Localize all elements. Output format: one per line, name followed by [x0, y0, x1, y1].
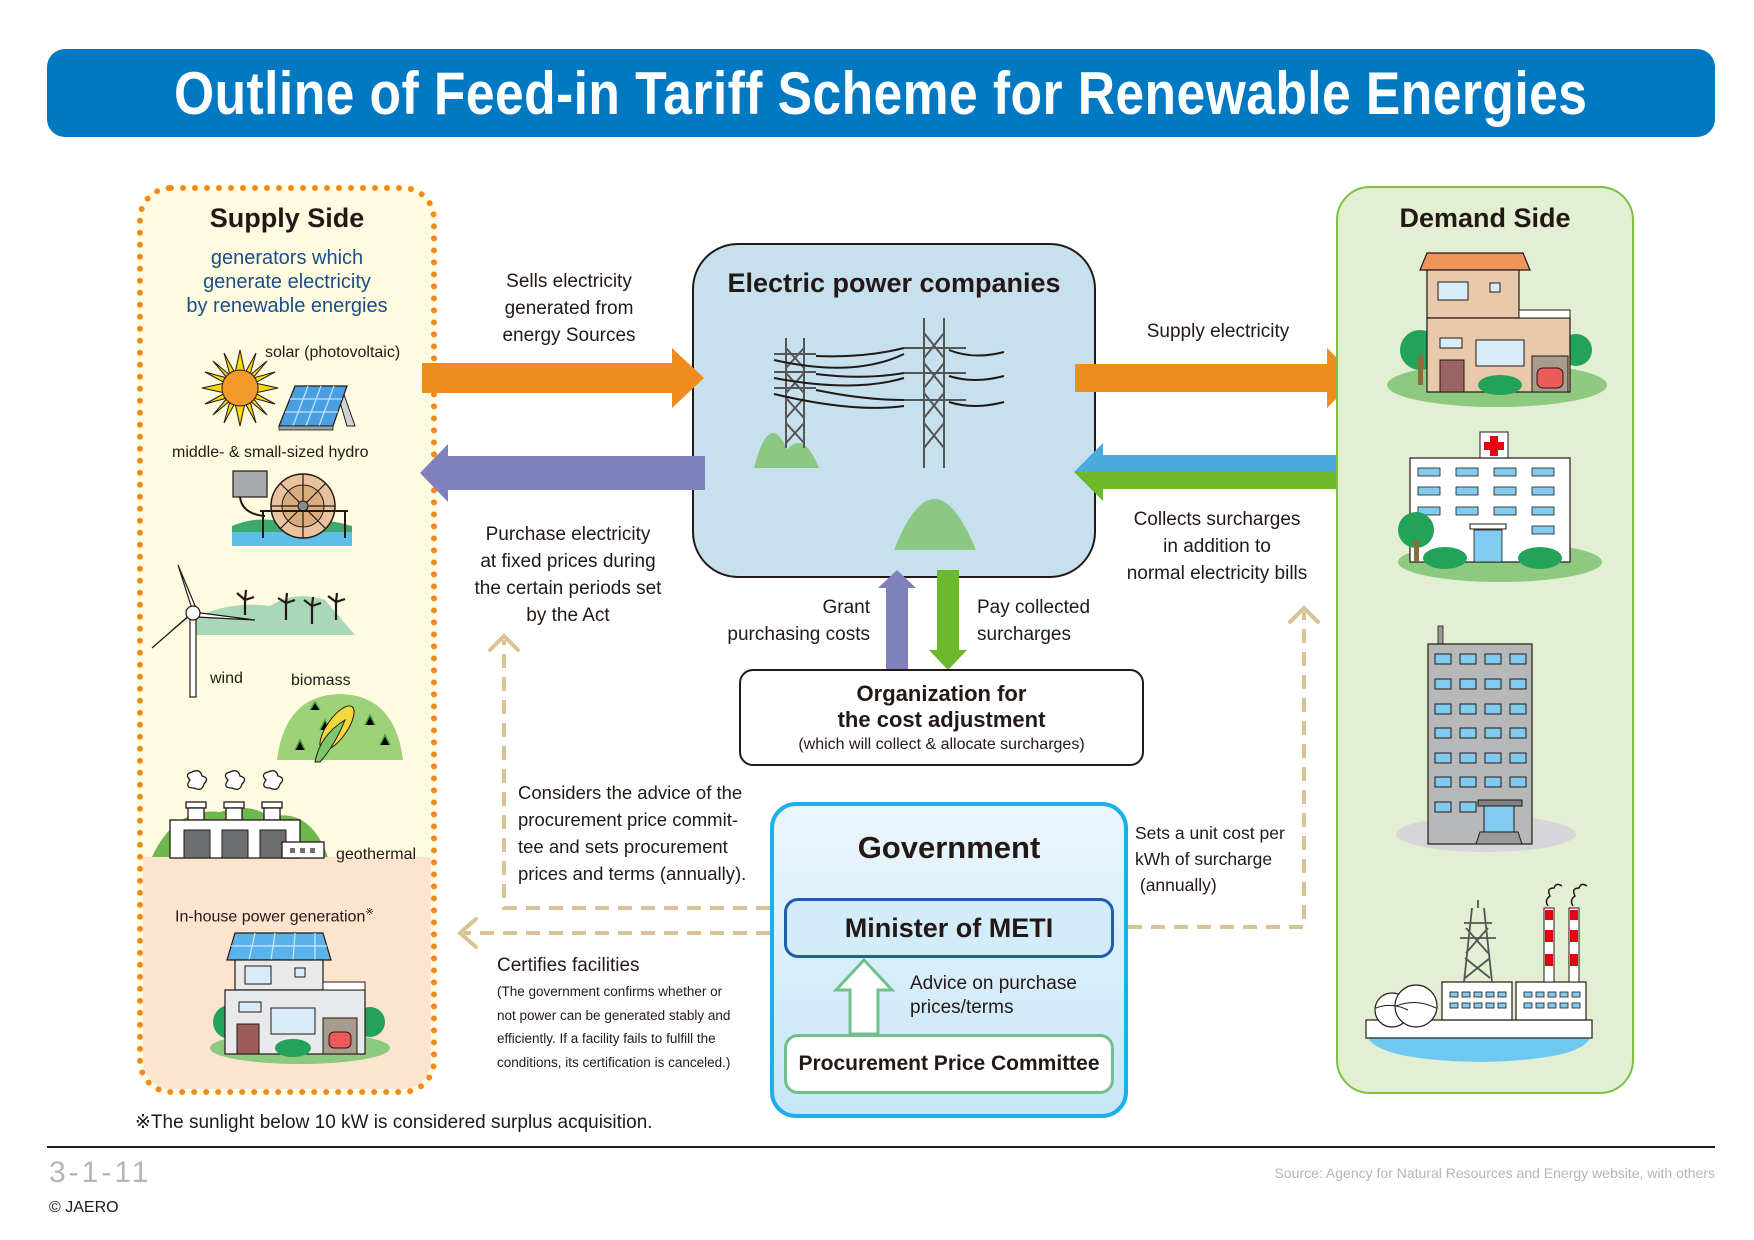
label-line: efficiently. If a facility fails to fulf… — [497, 1031, 716, 1046]
dashed-line-considers — [502, 640, 770, 910]
hydro-label: middle- & small-sized hydro — [172, 444, 369, 461]
advice-label: Advice on purchase prices/terms — [910, 972, 1077, 1020]
collects-surcharges-label: Collects surcharges in addition to norma… — [1104, 506, 1330, 587]
power-transmission-tower-icon — [754, 318, 1005, 550]
biomass-corn-icon — [277, 694, 403, 763]
factory-power-plant-icon — [1365, 883, 1593, 1062]
supply-electricity-label: Supply electricity — [1146, 321, 1290, 342]
subheading-line: generate electricity — [203, 271, 371, 293]
sell-electricity-arrow — [422, 348, 704, 408]
footnote: ※The sunlight below 10 kW is considered … — [135, 1112, 653, 1133]
committee-label: Procurement Price Committee — [798, 1052, 1100, 1075]
office-building-icon — [1396, 625, 1576, 852]
copyright: © JAERO — [49, 1199, 119, 1216]
dashed-arrowhead-up-right — [1288, 605, 1320, 624]
pay-collected-surcharges-arrow — [929, 570, 967, 670]
supply-side-subheading: generators which generate electricity by… — [137, 246, 437, 318]
dashed-line-sets-unit — [1128, 612, 1306, 929]
label-line: by the Act — [526, 605, 610, 626]
subheading-line: generators which — [210, 247, 364, 269]
label-line: at fixed prices during — [480, 551, 656, 572]
label-line: Grant — [822, 597, 870, 618]
wind-label: wind — [210, 670, 243, 687]
minister-of-meti-box: Minister of METI — [784, 898, 1114, 958]
certifies-facilities-detail: (The government confirms whether or not … — [497, 980, 730, 1074]
biomass-label: biomass — [291, 672, 351, 689]
label-line: generated from — [504, 298, 634, 319]
electric-power-companies-box — [692, 243, 1096, 578]
advice-up-arrow — [832, 957, 896, 1036]
label-line: normal electricity bills — [1126, 563, 1308, 584]
org-title-line: Organization for — [856, 681, 1027, 706]
pay-collected-surcharges-label: Pay collected surcharges — [977, 594, 1090, 648]
procurement-price-committee-box: Procurement Price Committee — [784, 1034, 1114, 1094]
label-line: Sells electricity — [506, 271, 632, 292]
footer-divider — [47, 1146, 1715, 1148]
minister-label: Minister of METI — [844, 912, 1054, 943]
label-line: prices and terms (annually). — [518, 863, 747, 884]
page-title: Outline of Feed-in Tariff Scheme for Ren… — [174, 59, 1588, 127]
label-line: Purchase electricity — [485, 524, 651, 545]
inhouse-label-text: In-house power generation — [175, 908, 366, 926]
label-line: purchasing costs — [727, 624, 870, 645]
label-line: energy Sources — [502, 325, 636, 346]
label-line: Collects surcharges — [1133, 509, 1301, 530]
considers-advice-label: Considers the advice of the procurement … — [518, 779, 746, 887]
certifies-facilities-title: Certifies facilities — [497, 955, 640, 976]
purchase-electricity-label: Purchase electricity at fixed prices dur… — [458, 521, 678, 629]
label-line: not power can be generated stably and — [497, 1007, 731, 1023]
label-line: procurement price commit- — [518, 809, 739, 830]
purchase-electricity-arrow — [420, 444, 705, 502]
label-line: Sets a unit cost per — [1135, 823, 1285, 843]
sets-unit-cost-label: Sets a unit cost per kWh of surcharge (a… — [1135, 820, 1285, 898]
supply-electricity-arrow — [1075, 348, 1357, 408]
electric-power-companies-heading: Electric power companies — [727, 268, 1061, 298]
label-line: Considers the advice of the — [518, 782, 743, 803]
wind-turbine-icon — [151, 564, 355, 698]
geothermal-plant-icon — [152, 770, 328, 859]
title-banner: Outline of Feed-in Tariff Scheme for Ren… — [47, 49, 1715, 137]
dashed-arrowhead-left — [456, 917, 478, 949]
supply-side-heading: Supply Side — [209, 203, 365, 233]
government-heading: Government — [857, 830, 1041, 865]
sells-electricity-label: Sells electricity generated from energy … — [471, 268, 667, 349]
solar-panel-icon — [278, 384, 356, 431]
label-line: Pay collected — [977, 597, 1091, 618]
inhouse-generation-label: In-house power generation※ — [175, 907, 374, 926]
label-line: prices/terms — [910, 997, 1014, 1018]
cost-adjustment-organization-box: Organization for the cost adjustment (wh… — [739, 669, 1144, 766]
geothermal-label: geothermal — [336, 846, 417, 863]
source-citation: Source: Agency for Natural Resources and… — [1274, 1165, 1715, 1181]
label-line: kWh of surcharge — [1135, 849, 1273, 869]
solar-house-icon — [210, 932, 390, 1064]
subheading-line: by renewable energies — [186, 295, 388, 317]
label-line: tee and sets procurement — [518, 836, 728, 857]
collect-surcharges-arrow — [1074, 443, 1357, 501]
dashed-arrowhead-up-left — [488, 633, 520, 652]
demand-side-heading: Demand Side — [1399, 203, 1571, 233]
house-icon — [1387, 252, 1607, 407]
label-line: (annually) — [1135, 875, 1217, 895]
grant-purchasing-costs-label: Grant purchasing costs — [700, 594, 870, 648]
sun-icon — [201, 349, 279, 427]
grant-purchasing-costs-arrow — [878, 570, 916, 670]
org-title-line: the cost adjustment — [837, 707, 1046, 732]
hospital-icon — [1398, 431, 1602, 582]
label-line: (The government confirms whether or — [497, 984, 723, 999]
water-wheel-icon — [232, 470, 352, 546]
label-line: surcharges — [977, 624, 1071, 645]
footnote-mark: ※ — [365, 907, 374, 918]
label-line: in addition to — [1163, 536, 1271, 557]
label-line: the certain periods set — [474, 578, 662, 599]
label-line: conditions, its certification is cancele… — [497, 1054, 731, 1070]
label-line: Advice on purchase — [910, 973, 1077, 994]
org-note: (which will collect & allocate surcharge… — [798, 736, 1085, 753]
page-number: 3-1-11 — [49, 1156, 152, 1189]
solar-label: solar (photovoltaic) — [265, 344, 401, 361]
